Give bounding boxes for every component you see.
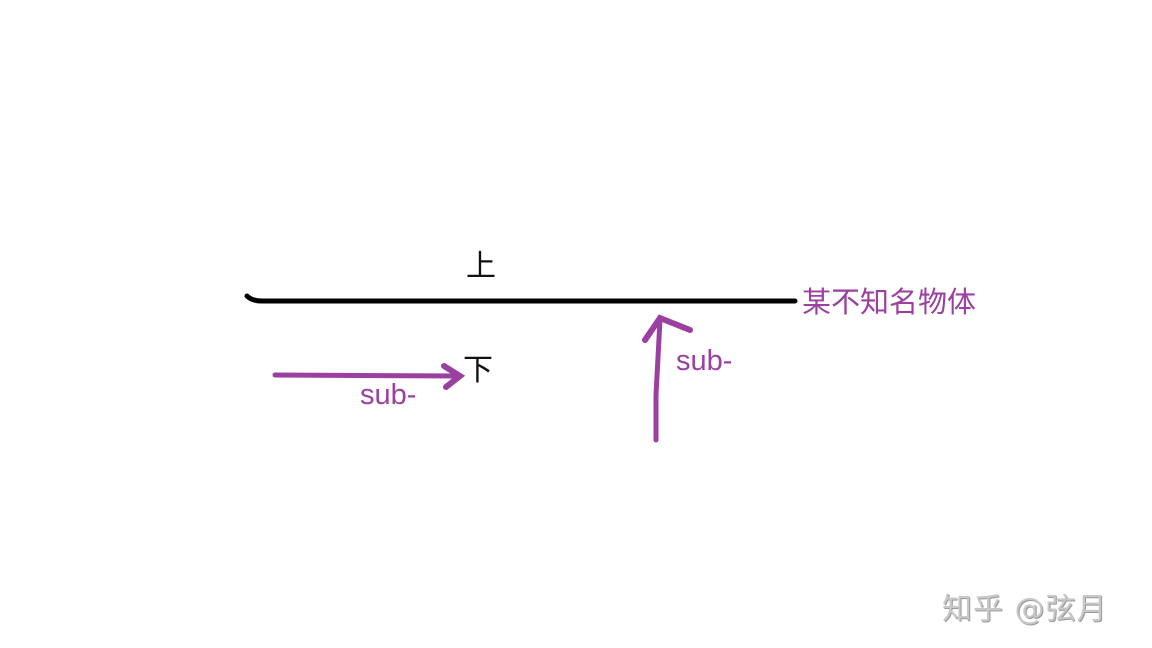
label-above: 上 [466, 249, 496, 284]
surface-line [244, 293, 798, 304]
horizontal-arrow [272, 363, 466, 390]
vertical-arrow [642, 314, 693, 443]
vertical-arrow-label: sub- [676, 345, 733, 377]
horizontal-arrow-label: sub- [360, 379, 417, 411]
watermark: 知乎 @弦月 [942, 592, 1108, 627]
object-label: 某不知名物体 [802, 285, 977, 319]
label-below: 下 [463, 353, 493, 388]
